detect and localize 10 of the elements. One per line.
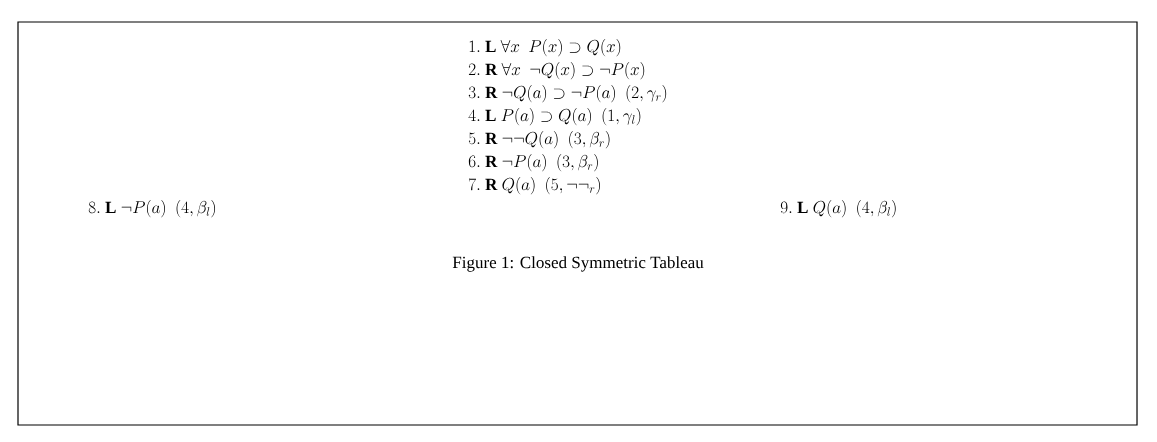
- formula-line: $3.\ \mathbf{R}\ \neg Q(a)\supset\neg P(a)\ \ (2,\gamma_r)$: [468, 85, 667, 103]
- formula-line: $5.\ \mathbf{R}\ \neg\neg Q(a)\ \ (3,\beta_r)$: [468, 131, 610, 149]
- formula-line: $1.\ \mathbf{L}\ \forall x\ \ P(x)\supset Q(x)$: [469, 39, 621, 57]
- formula-line: $9.\ \mathbf{L}\ Q(a)\ \ (4,\beta_l)$: [780, 200, 896, 218]
- formula-line: $7.\ \mathbf{R}\ Q(a)\ \ (5,\neg\neg_r)$: [469, 177, 600, 195]
- formula-line: $8.\ \mathbf{L}\ \neg P(a)\ \ (4,\beta_l)$: [88, 200, 216, 218]
- formula-line: $4.\ \mathbf{L}\ P(a)\supset Q(a)\ \ (1,\gamma_l)$: [468, 108, 641, 126]
- figure-caption: Figure 1: Closed Symmetric Tableau: [452, 256, 704, 272]
- formula-line: $6.\ \mathbf{R}\ \neg P(a)\ \ (3,\beta_r)$: [468, 154, 598, 172]
- formula-line: $2.\ \mathbf{R}\ \forall x\ \ \neg Q(x)\supset\neg P(x)$: [468, 62, 645, 80]
